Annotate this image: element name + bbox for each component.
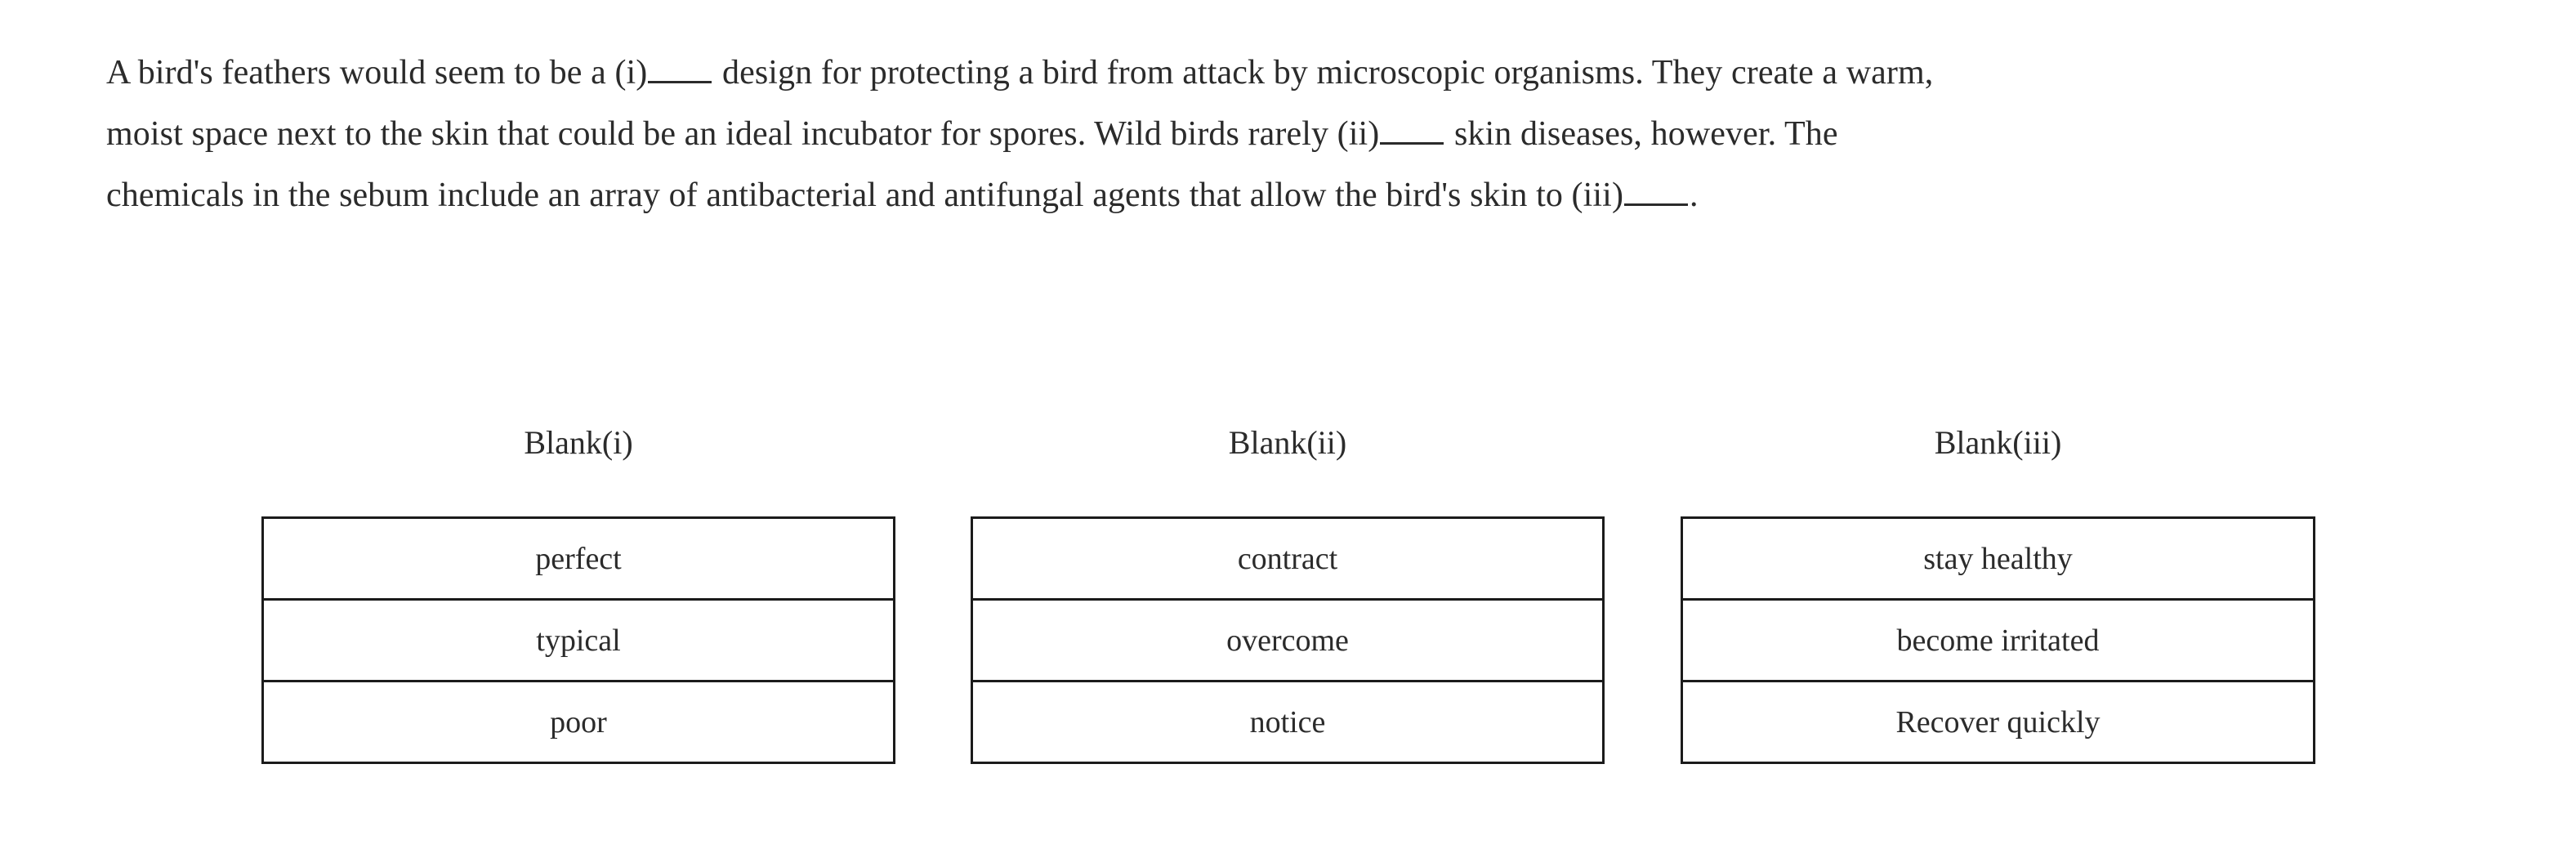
option-iii-1[interactable]: stay healthy <box>1923 541 2073 576</box>
table-row[interactable]: Recover quickly <box>1681 680 2315 763</box>
option-ii-1[interactable]: contract <box>1237 541 1338 576</box>
passage-line-2-part-3: skin diseases, however. The <box>1445 115 1838 153</box>
passage-line-1: A bird's feathers would seem to be a (i)… <box>106 42 2492 104</box>
passage-line-2-part-1: moist space next to the skin that could … <box>106 115 1380 153</box>
passage-line-3-part-1: chemicals in the sebum include an array … <box>106 177 1624 214</box>
passage-line-1-part-1: A bird's feathers would seem to be a (i) <box>106 54 648 92</box>
option-iii-3[interactable]: Recover quickly <box>1681 680 2315 763</box>
blank-underline-ii <box>1380 110 1444 145</box>
blank-group-iii-title: Blank(iii) <box>1934 424 2062 461</box>
table-row[interactable]: stay healthy <box>1682 518 2315 600</box>
table-row[interactable]: poor <box>262 680 895 763</box>
option-iii-2[interactable]: become irritated <box>1681 598 2315 681</box>
blank-underline-iii <box>1624 172 1689 206</box>
option-ii-3[interactable]: notice <box>971 680 1604 763</box>
blank-placeholder-iii <box>1623 177 1690 214</box>
table-row[interactable]: typical <box>262 598 895 681</box>
blank-group-i-title: Blank(i) <box>524 424 633 461</box>
blank-underline-i <box>648 49 712 83</box>
blank-placeholder-i <box>647 54 713 92</box>
options-table-i: perfect typical poor <box>261 516 895 764</box>
table-row[interactable]: contract <box>972 518 1604 600</box>
blank-placeholder-ii <box>1379 115 1445 153</box>
table-row[interactable]: perfect <box>263 518 895 600</box>
options-table-ii: contract overcome notice <box>971 516 1605 764</box>
blank-group-iii: Blank(iii) stay healthy become irritated… <box>1681 425 2315 764</box>
table-row[interactable]: notice <box>971 680 1604 763</box>
blank-group-i: Blank(i) perfect typical poor <box>261 425 895 764</box>
passage-line-3: chemicals in the sebum include an array … <box>106 165 2492 226</box>
option-ii-2[interactable]: overcome <box>971 598 1604 681</box>
options-table-iii: stay healthy become irritated Recover qu… <box>1681 516 2315 764</box>
table-row[interactable]: overcome <box>971 598 1604 681</box>
blank-group-ii-title: Blank(ii) <box>1228 424 1347 461</box>
option-i-1[interactable]: perfect <box>535 541 622 576</box>
passage-line-1-part-3: design for protecting a bird from attack… <box>713 54 1934 92</box>
passage-line-2: moist space next to the skin that could … <box>106 104 2492 165</box>
option-i-3[interactable]: poor <box>262 680 895 763</box>
blank-group-ii: Blank(ii) contract overcome notice <box>971 425 1605 764</box>
option-i-2[interactable]: typical <box>262 598 895 681</box>
passage-text: A bird's feathers would seem to be a (i)… <box>106 42 2492 226</box>
passage-line-3-part-3: . <box>1690 177 1699 214</box>
table-row[interactable]: become irritated <box>1681 598 2315 681</box>
